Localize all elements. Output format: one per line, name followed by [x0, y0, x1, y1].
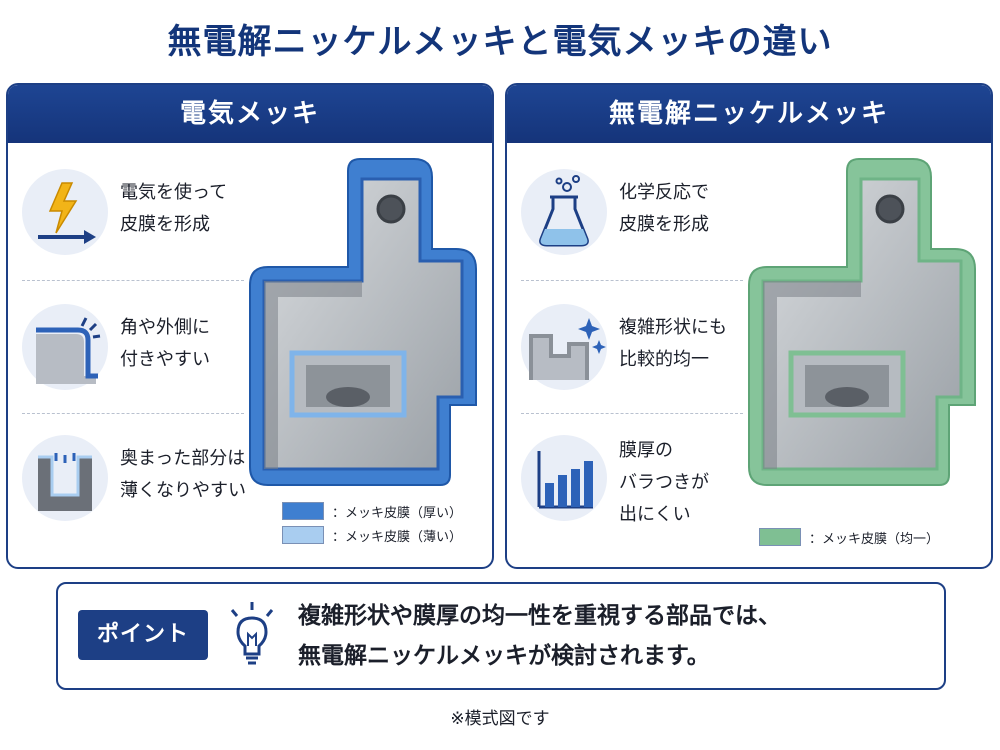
point-box: ポイント 複雑形状や膜厚の均一性を重視する部品では、 無電解ニッケルメッキが検討…: [56, 582, 946, 690]
feature-item: 複雑形状にも 比較的均一: [515, 290, 745, 410]
point-message: 複雑形状や膜厚の均一性を重視する部品では、 無電解ニッケルメッキが検討されます。: [298, 603, 781, 669]
feature-item: 化学反応で 皮膜を形成: [515, 155, 745, 275]
electroless-nickel-panel: 無電解ニッケルメッキ 化学反応で 皮膜を形成 複雑形状にも 比較的均一: [505, 83, 993, 569]
bar-chart-icon: [521, 435, 607, 521]
recess-thin-icon: [22, 435, 108, 521]
panel-heading: 無電解ニッケルメッキ: [507, 85, 991, 143]
electroplating-panel: 電気メッキ 電気を使って 皮膜を形成 角や外側に 付きやすい: [6, 83, 494, 569]
feature-text: 電気を使って 皮膜を形成: [120, 182, 228, 235]
plated-part-illustration: [249, 158, 477, 486]
feature-item: 奥まった部分は 薄くなりやすい: [16, 421, 246, 541]
lightning-arrow-icon: [22, 169, 108, 255]
point-badge: ポイント: [78, 610, 208, 660]
corner-buildup-icon: [22, 304, 108, 390]
plated-part-illustration: [748, 158, 976, 486]
feature-text: 複雑形状にも 比較的均一: [619, 317, 727, 370]
feature-text: 角や外側に 付きやすい: [120, 317, 210, 370]
beaker-icon: [521, 169, 607, 255]
schematic-note: ※模式図です: [450, 709, 550, 729]
divider: [22, 280, 244, 281]
legend-label: ：メッキ皮膜（厚い）: [332, 505, 463, 521]
feature-item: 電気を使って 皮膜を形成: [16, 155, 246, 275]
feature-text: 膜厚の バラつきが 出にくい: [619, 440, 709, 525]
divider: [22, 413, 244, 414]
feature-text: 奥まった部分は 薄くなりやすい: [120, 448, 246, 501]
divider: [521, 280, 743, 281]
feature-item: 角や外側に 付きやすい: [16, 290, 246, 410]
divider: [521, 413, 743, 414]
legend: ：メッキ皮膜（均一）: [759, 525, 939, 549]
feature-item: 膜厚の バラつきが 出にくい: [515, 421, 745, 541]
sparkle-profile-icon: [521, 304, 607, 390]
feature-text: 化学反応で 皮膜を形成: [619, 182, 709, 235]
legend-label: ：メッキ皮膜（均一）: [809, 531, 940, 547]
legend-swatch: [282, 502, 324, 520]
panel-heading: 電気メッキ: [8, 85, 492, 143]
page-title: 無電解ニッケルメッキと電気メッキの違い: [167, 22, 833, 62]
legend-swatch: [282, 526, 324, 544]
lightbulb-icon: [220, 600, 284, 674]
legend-item: ：メッキ皮膜（薄い）: [282, 523, 462, 547]
legend: ：メッキ皮膜（厚い） ：メッキ皮膜（薄い）: [282, 499, 462, 547]
legend-item: ：メッキ皮膜（均一）: [759, 525, 939, 549]
legend-label: ：メッキ皮膜（薄い）: [332, 529, 463, 545]
legend-item: ：メッキ皮膜（厚い）: [282, 499, 462, 523]
legend-swatch: [759, 528, 801, 546]
